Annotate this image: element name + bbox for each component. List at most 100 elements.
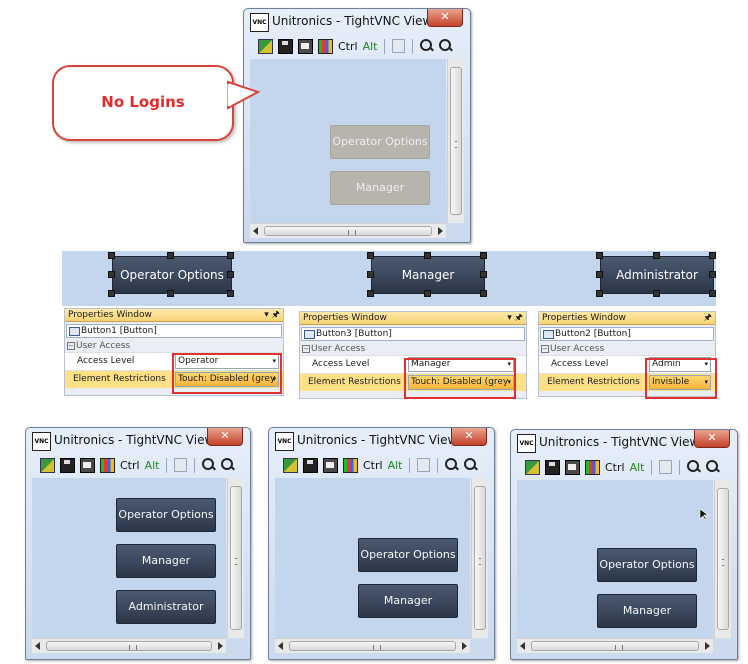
scroll-thumb[interactable]: [230, 486, 242, 630]
save-icon[interactable]: [278, 38, 293, 54]
zoom-out-icon[interactable]: [706, 460, 720, 474]
pin-icon[interactable]: 🖈: [703, 313, 712, 323]
vertical-scrollbar[interactable]: [714, 480, 731, 638]
options-icon[interactable]: [80, 457, 95, 473]
scroll-thumb[interactable]: [450, 67, 462, 215]
chevron-down-icon[interactable]: ▾: [272, 357, 276, 365]
scroll-left-icon[interactable]: [278, 642, 283, 650]
remote-screen[interactable]: Operator Options Manager: [517, 480, 713, 638]
refresh-icon[interactable]: [100, 457, 115, 473]
refresh-icon[interactable]: [343, 457, 358, 473]
alt-key-button[interactable]: Alt: [362, 39, 378, 53]
scroll-left-icon[interactable]: [35, 642, 40, 650]
manager-button[interactable]: Manager: [597, 594, 697, 628]
scroll-thumb[interactable]: [531, 641, 699, 651]
save-icon[interactable]: [545, 459, 560, 475]
manager-button[interactable]: Manager: [116, 544, 216, 578]
new-connection-icon[interactable]: [525, 459, 540, 475]
clipboard-icon[interactable]: [659, 460, 673, 474]
close-button[interactable]: ✕: [694, 430, 730, 448]
title-bar[interactable]: VNC Unitronics - TightVNC Viewer ✕: [511, 430, 737, 456]
scroll-thumb[interactable]: [717, 488, 729, 630]
refresh-icon[interactable]: [318, 38, 333, 54]
ctrl-key-button[interactable]: Ctrl: [120, 458, 140, 472]
pin-icon[interactable]: ▾ 🖈: [507, 313, 523, 323]
save-icon[interactable]: [60, 457, 75, 473]
collapse-icon[interactable]: −: [302, 345, 310, 353]
options-icon[interactable]: [565, 459, 580, 475]
close-button[interactable]: ✕: [207, 428, 243, 446]
scroll-thumb[interactable]: [264, 226, 432, 236]
ctrl-key-button[interactable]: Ctrl: [605, 460, 625, 474]
scroll-right-icon[interactable]: [218, 642, 223, 650]
title-bar[interactable]: VNC Unitronics - TightVNC Viewer ✕: [269, 428, 494, 454]
alt-key-button[interactable]: Alt: [629, 460, 645, 474]
access-level-select[interactable]: Manager▾: [408, 357, 514, 372]
chevron-down-icon[interactable]: ▾: [704, 360, 708, 368]
category-user-access[interactable]: −User Access: [300, 343, 526, 355]
new-connection-icon[interactable]: [258, 38, 273, 54]
chevron-down-icon[interactable]: ▾: [507, 360, 511, 368]
category-user-access[interactable]: −User Access: [65, 340, 283, 352]
object-selector[interactable]: Button1 [Button]: [66, 324, 282, 338]
operator-options-button-selected[interactable]: Operator Options: [112, 256, 232, 294]
administrator-button-selected[interactable]: Administrator: [600, 256, 714, 294]
element-restrictions-select[interactable]: Touch: Disabled (grey▾: [408, 375, 514, 390]
zoom-in-icon[interactable]: [445, 458, 459, 472]
zoom-in-icon[interactable]: [202, 458, 216, 472]
chevron-down-icon[interactable]: ▾: [507, 378, 511, 386]
horizontal-scrollbar[interactable]: [32, 638, 226, 653]
element-restrictions-select[interactable]: Invisible▾: [649, 375, 711, 390]
alt-key-button[interactable]: Alt: [387, 458, 403, 472]
options-icon[interactable]: [298, 38, 313, 54]
close-button[interactable]: ✕: [427, 9, 463, 27]
zoom-out-icon[interactable]: [439, 39, 453, 53]
scroll-left-icon[interactable]: [253, 227, 258, 235]
object-selector[interactable]: Button2 [Button]: [540, 327, 714, 341]
zoom-in-icon[interactable]: [420, 39, 434, 53]
zoom-in-icon[interactable]: [687, 460, 701, 474]
options-icon[interactable]: [323, 457, 338, 473]
scroll-right-icon[interactable]: [438, 227, 443, 235]
manager-button-selected[interactable]: Manager: [371, 256, 485, 294]
chevron-down-icon[interactable]: ▾: [704, 378, 708, 386]
scroll-thumb[interactable]: [46, 641, 212, 651]
remote-screen[interactable]: Operator Options Manager: [275, 478, 470, 638]
scroll-left-icon[interactable]: [520, 642, 525, 650]
horizontal-scrollbar[interactable]: [517, 638, 713, 653]
close-button[interactable]: ✕: [451, 428, 487, 446]
refresh-icon[interactable]: [585, 459, 600, 475]
element-restrictions-select[interactable]: Touch: Disabled (grey▾: [175, 372, 279, 387]
operator-options-button[interactable]: Operator Options: [116, 498, 216, 532]
chevron-down-icon[interactable]: ▾: [272, 375, 276, 383]
ctrl-key-button[interactable]: Ctrl: [363, 458, 383, 472]
ctrl-key-button[interactable]: Ctrl: [338, 39, 358, 53]
new-connection-icon[interactable]: [283, 457, 298, 473]
save-icon[interactable]: [303, 457, 318, 473]
scroll-thumb[interactable]: [289, 641, 456, 651]
horizontal-scrollbar[interactable]: [250, 223, 446, 238]
collapse-icon[interactable]: −: [541, 345, 549, 353]
vertical-scrollbar[interactable]: [447, 59, 464, 223]
vertical-scrollbar[interactable]: [227, 478, 244, 638]
title-bar[interactable]: VNC Unitronics - TightVNC Viewer ✕: [244, 9, 470, 35]
category-user-access[interactable]: −User Access: [539, 343, 715, 355]
scroll-right-icon[interactable]: [705, 642, 710, 650]
pin-icon[interactable]: ▾ 🖈: [264, 310, 280, 320]
access-level-select[interactable]: Admin▾: [649, 357, 711, 372]
scroll-right-icon[interactable]: [462, 642, 467, 650]
manager-button[interactable]: Manager: [330, 171, 430, 205]
remote-screen[interactable]: Operator Options Manager: [250, 59, 446, 223]
operator-options-button[interactable]: Operator Options: [330, 125, 430, 159]
collapse-icon[interactable]: −: [67, 342, 75, 350]
operator-options-button[interactable]: Operator Options: [358, 538, 458, 572]
title-bar[interactable]: VNC Unitronics - TightVNC Viewer ✕: [26, 428, 250, 454]
object-selector[interactable]: Button3 [Button]: [301, 327, 525, 341]
administrator-button[interactable]: Administrator: [116, 590, 216, 624]
zoom-out-icon[interactable]: [464, 458, 478, 472]
manager-button[interactable]: Manager: [358, 584, 458, 618]
horizontal-scrollbar[interactable]: [275, 638, 470, 653]
vertical-scrollbar[interactable]: [471, 478, 488, 638]
remote-screen[interactable]: Operator Options Manager Administrator: [32, 478, 226, 638]
new-connection-icon[interactable]: [40, 457, 55, 473]
